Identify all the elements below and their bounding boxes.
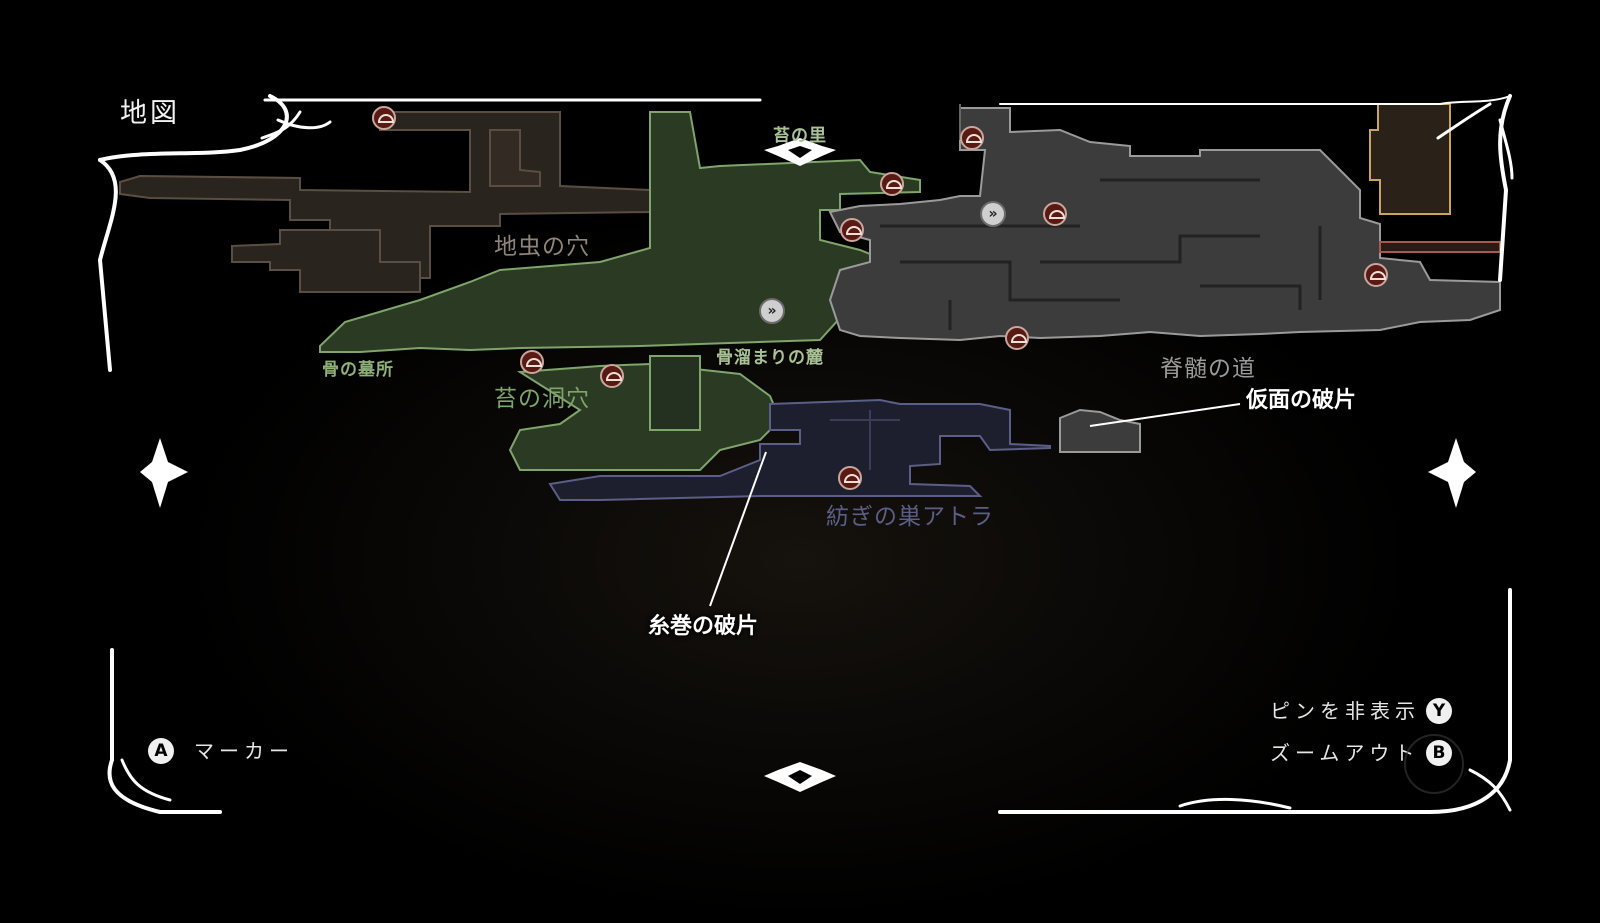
area-label-moss-cave: 苔の洞穴 bbox=[494, 386, 590, 412]
bench-pin-icon[interactable] bbox=[372, 106, 396, 130]
area-label-burrow: 地虫の穴 bbox=[494, 234, 590, 260]
marker-hint: マーカー bbox=[194, 739, 294, 763]
left-ornament bbox=[140, 438, 188, 508]
bench-pin-icon[interactable] bbox=[600, 364, 624, 388]
bench-pin-icon[interactable] bbox=[840, 218, 864, 242]
region-weave-nest bbox=[548, 398, 1051, 501]
area-label-bonebottom: 骨溜まりの麓 bbox=[716, 348, 824, 368]
region-burrow bbox=[119, 111, 651, 293]
bench-pin-icon[interactable] bbox=[520, 350, 544, 374]
region-moss bbox=[319, 111, 921, 471]
area-label-bone-grave: 骨の墓所 bbox=[322, 360, 394, 380]
right-ornament bbox=[1428, 438, 1476, 508]
bench-pin-icon[interactable] bbox=[960, 126, 984, 150]
callout-spool-fragment: 糸巻の破片 bbox=[648, 614, 759, 639]
bench-pin-icon[interactable] bbox=[1005, 326, 1029, 350]
callout-lines bbox=[709, 403, 1241, 607]
zoom-out-hint: ズームアウト bbox=[1270, 741, 1420, 765]
button-a-icon[interactable]: A bbox=[148, 738, 174, 764]
callout-mask-shard: 仮面の破片 bbox=[1246, 388, 1357, 413]
area-label-spine-road: 脊髄の道 bbox=[1160, 356, 1256, 382]
area-label-moss-village: 苔の里 bbox=[773, 126, 827, 146]
area-label-weave-nest: 紡ぎの巣アトラ bbox=[826, 504, 994, 530]
fast-travel-icon[interactable]: » bbox=[759, 298, 785, 324]
bench-pin-icon[interactable] bbox=[1364, 263, 1388, 287]
fast-travel-icon[interactable]: » bbox=[980, 201, 1006, 227]
bench-pin-icon[interactable] bbox=[880, 172, 904, 196]
page-title: 地図 bbox=[120, 98, 180, 129]
mask-shard-line bbox=[1089, 403, 1241, 427]
spool-fragment-line bbox=[709, 451, 767, 607]
hide-pins-hint: ピンを非表示 bbox=[1270, 699, 1420, 723]
bench-pin-icon[interactable] bbox=[1043, 202, 1067, 226]
region-spine-corridors bbox=[880, 178, 1322, 330]
region-spine-road bbox=[828, 107, 1501, 453]
bench-pin-icon[interactable] bbox=[838, 466, 862, 490]
map-frame bbox=[97, 94, 1514, 814]
button-y-icon[interactable]: Y bbox=[1426, 698, 1452, 724]
compass-icon bbox=[1404, 734, 1464, 794]
